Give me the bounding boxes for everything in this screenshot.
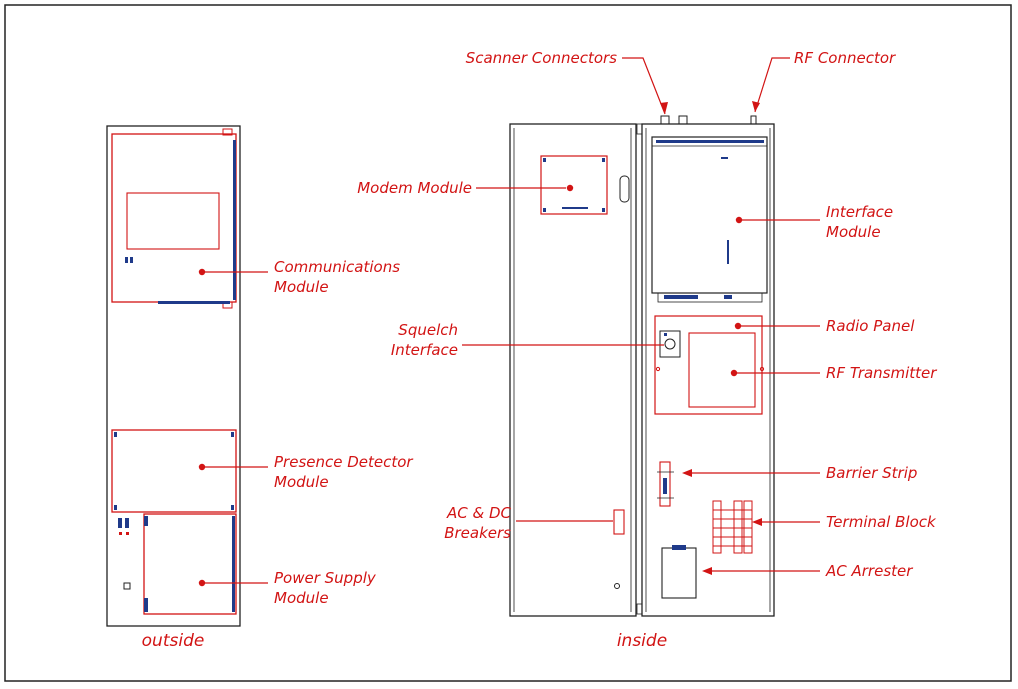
communications-module-panel — [111, 128, 237, 309]
label-rf-connector: RF Connector — [794, 49, 896, 67]
scanner-connectors-shape — [660, 115, 688, 125]
cabinet-door — [509, 123, 637, 617]
rf-transmitter-shape — [688, 332, 756, 408]
outside-cabinet — [106, 125, 241, 627]
label-ac-arrester: AC Arrester — [825, 562, 913, 580]
label-presence-detector-line2: Module — [274, 473, 329, 491]
label-power-supply-line2: Module — [274, 589, 329, 607]
label-breakers-line1: AC & DC — [446, 504, 512, 522]
squelch-interface-shape — [659, 330, 681, 358]
ac-arrester-shape — [661, 545, 697, 599]
label-interface-line1: Interface — [826, 203, 893, 221]
interface-module-panel — [651, 136, 768, 303]
switch-icon — [125, 518, 129, 528]
barrier-strip-shape — [657, 461, 674, 507]
rf-connector-shape — [750, 115, 757, 125]
label-communications-line1: Communications — [274, 258, 400, 276]
radio-panel-shape — [654, 315, 765, 415]
label-squelch-line1: Squelch — [398, 321, 458, 339]
label-presence-detector-line1: Presence Detector — [274, 453, 413, 471]
presence-detector-module-panel — [111, 429, 237, 513]
label-terminal-block: Terminal Block — [826, 513, 937, 531]
inside-leader-lines — [462, 57, 820, 575]
caption-inside: inside — [617, 631, 667, 651]
label-interface-line2: Module — [826, 223, 881, 241]
label-squelch-line2: Interface — [391, 341, 458, 359]
power-supply-module-panel — [118, 513, 237, 615]
presence-module-dot — [198, 463, 206, 471]
label-power-supply-line1: Power Supply — [274, 569, 377, 587]
switch-icon — [118, 518, 122, 528]
label-communications-line2: Module — [274, 278, 329, 296]
comm-display-window — [126, 192, 220, 250]
breakers-panel — [613, 509, 625, 535]
terminal-block-shape — [712, 500, 753, 554]
drawing-border — [4, 4, 1012, 682]
label-rf-transmitter: RF Transmitter — [826, 364, 937, 382]
cabinet-body — [641, 123, 775, 617]
labels: Communications Module Presence Detector … — [142, 49, 938, 651]
outlet-icon — [123, 582, 131, 590]
label-radio-panel: Radio Panel — [826, 317, 915, 335]
door-lock-icon — [614, 583, 620, 589]
outside-cabinet-outline — [106, 125, 241, 627]
label-breakers-line2: Breakers — [444, 524, 511, 542]
door-handle — [619, 175, 630, 203]
inside-cabinet — [509, 115, 775, 617]
caption-outside: outside — [142, 631, 205, 651]
modem-module-panel — [540, 155, 608, 215]
power-module-dot — [198, 579, 206, 587]
label-modem-module: Modem Module — [357, 179, 472, 197]
label-scanner-connectors: Scanner Connectors — [466, 49, 618, 67]
comm-module-dot — [198, 268, 206, 276]
outside-leader-lines — [205, 271, 268, 584]
label-barrier-strip: Barrier Strip — [826, 464, 917, 482]
